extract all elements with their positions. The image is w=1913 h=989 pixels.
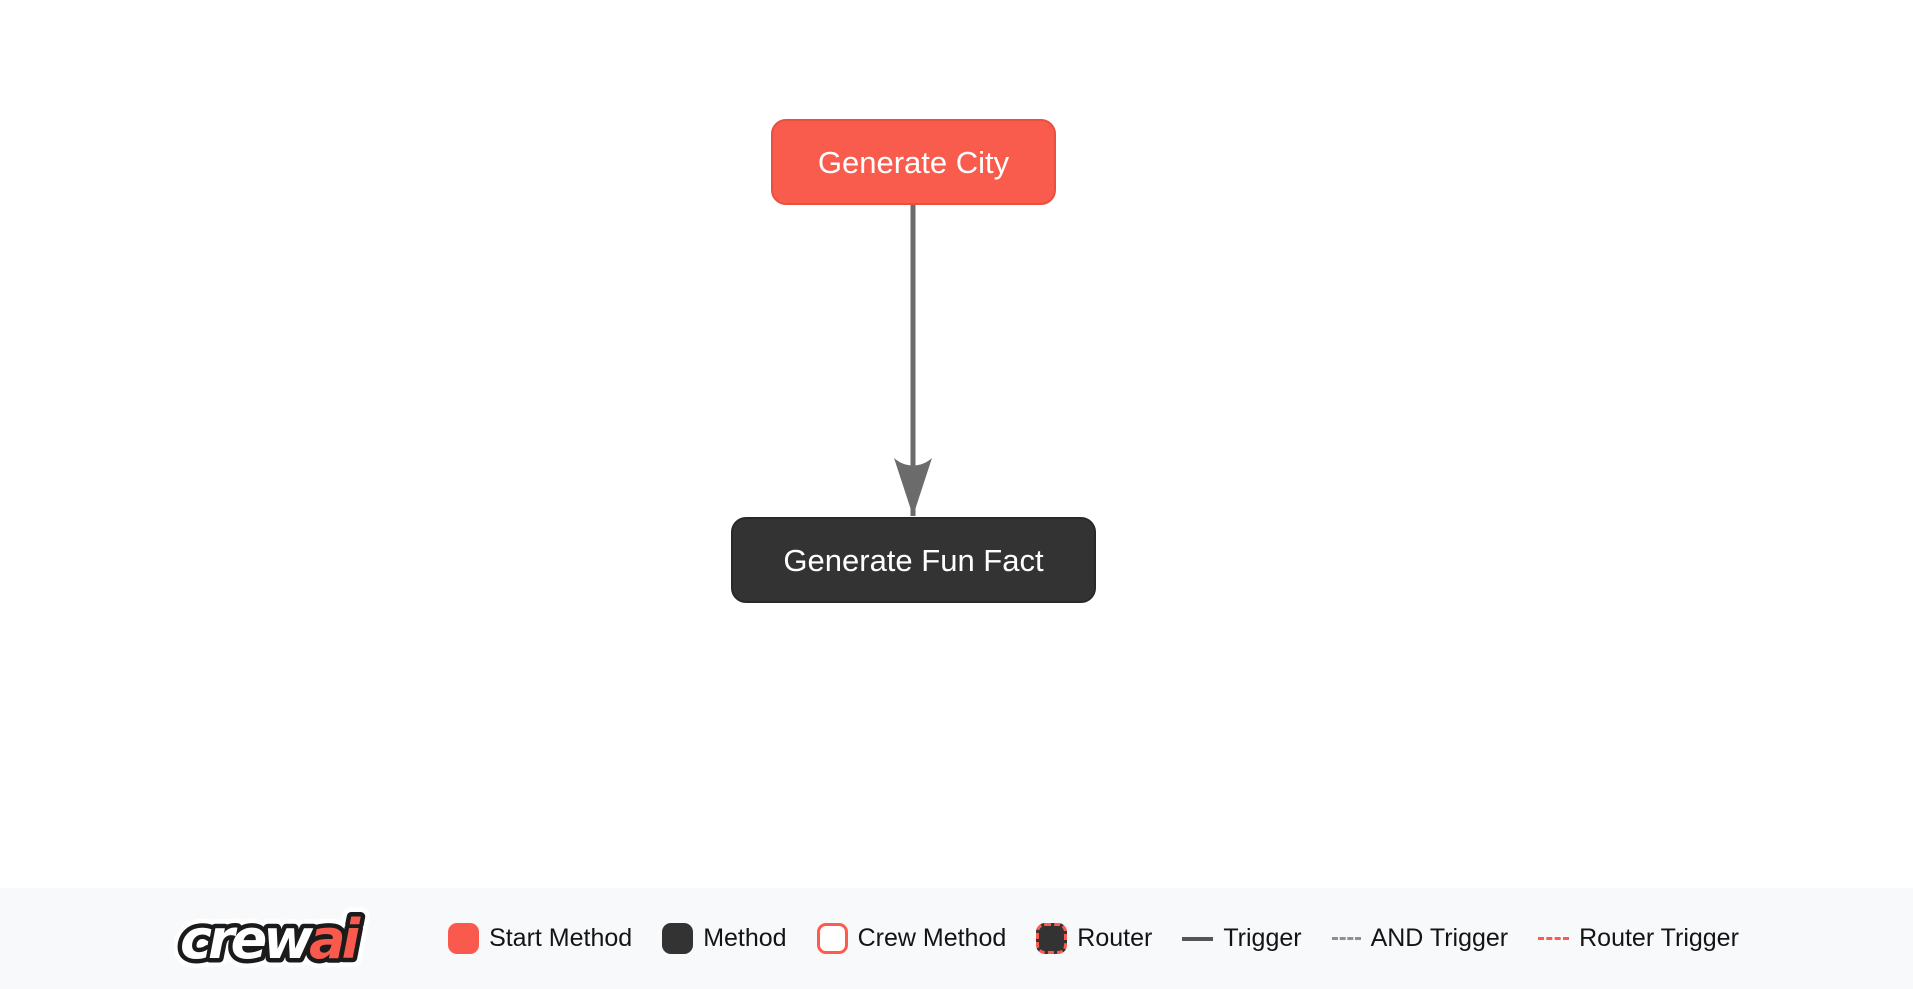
legend-bar: crewai crewai crewai Start Method Method… xyxy=(0,888,1913,989)
legend-item-router-trigger: Router Trigger xyxy=(1538,924,1739,953)
and-trigger-line-swatch xyxy=(1331,937,1361,940)
logo-outline: crewai xyxy=(180,908,362,971)
legend-label: Router xyxy=(1077,924,1153,952)
legend-label: Crew Method xyxy=(857,924,1007,952)
trigger-edge[interactable] xyxy=(894,205,932,516)
legend-item-start-method: Start Method xyxy=(448,923,632,954)
node-label: Generate Fun Fact xyxy=(783,542,1044,578)
arrowhead-icon xyxy=(894,458,932,516)
trigger-line-swatch xyxy=(1182,936,1214,941)
router-swatch xyxy=(1036,923,1068,954)
legend-label: Start Method xyxy=(489,924,633,952)
start-method-swatch xyxy=(448,923,480,954)
legend-label: AND Trigger xyxy=(1370,924,1509,952)
node-generate-fun-fact[interactable]: Generate Fun Fact xyxy=(731,517,1096,603)
legend-label: Trigger xyxy=(1223,924,1302,952)
logo-ai-text: ai xyxy=(309,908,361,971)
logo-crew-text: crew xyxy=(180,908,314,971)
router-trigger-line-swatch xyxy=(1538,937,1570,940)
legend-item-router: Router xyxy=(1036,923,1152,954)
legend-item-trigger: Trigger xyxy=(1182,924,1302,953)
flow-canvas[interactable]: Generate City Generate Fun Fact xyxy=(0,0,1913,888)
logo-halo: crewai xyxy=(180,908,362,971)
legend-item-crew-method: Crew Method xyxy=(816,923,1007,954)
crewai-logo: crewai crewai crewai xyxy=(174,901,375,977)
method-swatch xyxy=(662,923,694,954)
crew-method-swatch xyxy=(816,923,848,954)
logo-fill: crewai xyxy=(180,908,362,971)
legend-label: Router Trigger xyxy=(1579,924,1739,952)
node-generate-city[interactable]: Generate City xyxy=(771,119,1056,205)
edge-layer xyxy=(894,205,932,516)
node-label: Generate City xyxy=(817,144,1010,180)
legend-label: Method xyxy=(703,924,787,952)
legend-item-and-trigger: AND Trigger xyxy=(1331,924,1509,953)
legend-item-method: Method xyxy=(662,923,787,954)
